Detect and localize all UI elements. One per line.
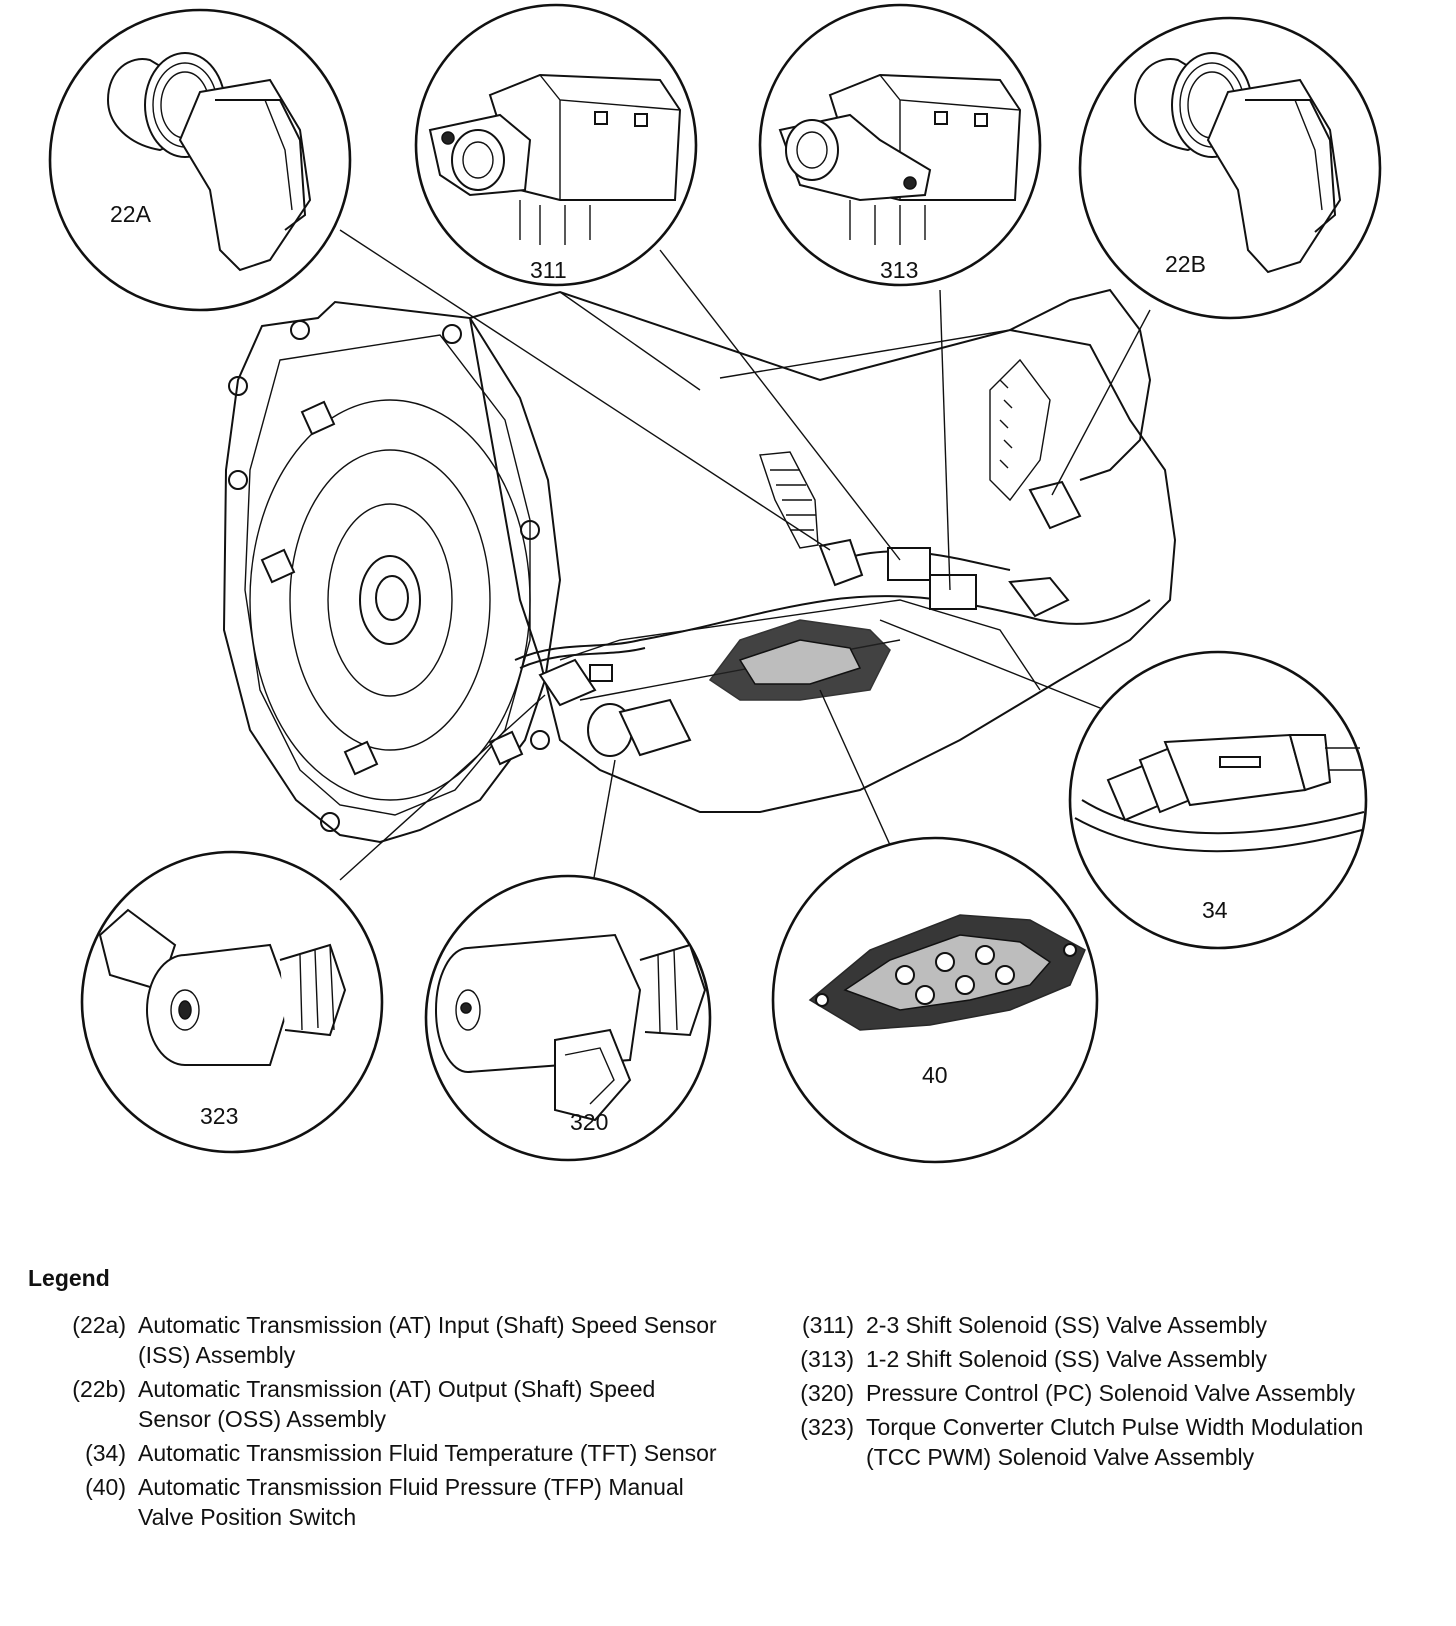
legend-code: (323) [800, 1414, 854, 1440]
legend-code: (313) [800, 1346, 854, 1372]
transmission-component-diagram: 22A 311 313 [48, 3, 1382, 1164]
legend-code: (320) [800, 1380, 854, 1406]
legend-text: Pressure Control (PC) Solenoid Valve Ass… [866, 1380, 1356, 1406]
detail-circle-40: 40 [771, 836, 1099, 1164]
callout-label-323: 323 [200, 1103, 238, 1129]
iss-sensor-detail [106, 52, 312, 272]
callout-label-22b: 22B [1165, 251, 1206, 277]
legend-item: (34) Automatic Transmission Fluid Temper… [38, 1438, 718, 1468]
legend-item: (311) 2-3 Shift Solenoid (SS) Valve Asse… [764, 1310, 1424, 1340]
ss-311-detail [428, 73, 682, 245]
legend-text: Torque Converter Clutch Pulse Width Modu… [866, 1414, 1364, 1470]
callout-label-40: 40 [922, 1062, 948, 1088]
legend-code: (22b) [72, 1376, 126, 1402]
callout-label-34: 34 [1202, 897, 1228, 923]
detail-circle-313: 313 [758, 3, 1042, 287]
pc-solenoid-detail [435, 933, 707, 1122]
leader-lines [339, 229, 1151, 901]
detail-circle-22b: 22B [1078, 16, 1382, 320]
iss-sensor-on-case [818, 538, 864, 587]
legend-item: (22b) Automatic Transmission (AT) Output… [38, 1374, 718, 1434]
pc-solenoid-on-case [587, 698, 692, 757]
legend: Legend (22a) Automatic Transmission (AT)… [0, 1265, 1456, 1625]
detail-circle-34: 34 [1068, 650, 1368, 950]
legend-item: (323) Torque Converter Clutch Pulse Widt… [764, 1412, 1424, 1472]
legend-item: (40) Automatic Transmission Fluid Pressu… [38, 1472, 718, 1532]
callout-label-313: 313 [880, 257, 918, 283]
tcc-pwm-solenoid-detail [98, 908, 347, 1066]
legend-code: (40) [85, 1474, 126, 1500]
legend-code: (34) [85, 1440, 126, 1466]
tfp-switch-detail [808, 914, 1086, 1031]
legend-code: (22a) [72, 1312, 126, 1338]
legend-item: (22a) Automatic Transmission (AT) Input … [38, 1310, 718, 1370]
detail-circle-311: 311 [414, 3, 698, 287]
legend-column-right: (311) 2-3 Shift Solenoid (SS) Valve Asse… [764, 1310, 1424, 1476]
legend-text: 2-3 Shift Solenoid (SS) Valve Assembly [866, 1312, 1267, 1338]
detail-circle-323: 323 [80, 850, 384, 1154]
tcc-pwm-solenoid-on-case [538, 658, 613, 707]
legend-code: (311) [802, 1312, 854, 1338]
legend-item: (320) Pressure Control (PC) Solenoid Val… [764, 1378, 1424, 1408]
detail-circle-320: 320 [424, 874, 712, 1162]
legend-text: 1-2 Shift Solenoid (SS) Valve Assembly [866, 1346, 1267, 1372]
legend-title: Legend [28, 1265, 110, 1291]
legend-column-left: (22a) Automatic Transmission (AT) Input … [38, 1310, 718, 1536]
legend-text: Automatic Transmission (AT) Input (Shaft… [138, 1312, 717, 1368]
detail-circle-22a: 22A [48, 8, 352, 312]
oss-sensor-detail [1133, 52, 1342, 274]
legend-text: Automatic Transmission (AT) Output (Shaf… [138, 1376, 656, 1432]
callout-label-320: 320 [570, 1109, 608, 1135]
tft-sensor-detail [1074, 733, 1365, 853]
legend-text: Automatic Transmission Fluid Pressure (T… [138, 1474, 684, 1530]
callout-label-22a: 22A [110, 201, 152, 227]
oss-sensor-on-case [1028, 480, 1082, 530]
legend-text: Automatic Transmission Fluid Temperature… [138, 1440, 717, 1466]
ss-313-detail [778, 73, 1022, 245]
legend-item: (313) 1-2 Shift Solenoid (SS) Valve Asse… [764, 1344, 1424, 1374]
transmission-assembly [222, 288, 1177, 844]
callout-label-311: 311 [530, 257, 567, 283]
tft-sensor-on-case [1008, 576, 1070, 618]
